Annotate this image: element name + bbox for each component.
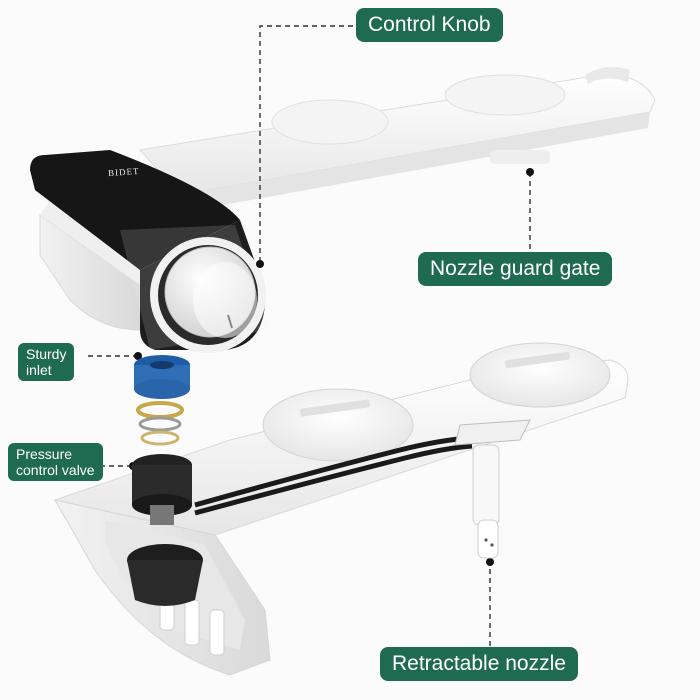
control-knob bbox=[150, 237, 266, 353]
retractable-nozzle bbox=[454, 419, 531, 559]
water-hose bbox=[194, 435, 473, 516]
washers bbox=[136, 401, 184, 446]
callout-retractable-nozzle: Retractable nozzle bbox=[380, 647, 578, 681]
callout-nozzle-guard-gate: Nozzle guard gate bbox=[418, 252, 613, 286]
top-seat-bar bbox=[139, 66, 656, 212]
sturdy-inlet bbox=[134, 355, 190, 399]
pressure-control-valve bbox=[127, 454, 203, 606]
callout-sturdy-inlet: Sturdy inlet bbox=[18, 343, 75, 381]
bottom-seat-bar bbox=[53, 342, 629, 536]
callout-pressure-control-valve: Pressure control valve bbox=[8, 443, 103, 481]
callout-control-knob: Control Knob bbox=[356, 8, 503, 42]
